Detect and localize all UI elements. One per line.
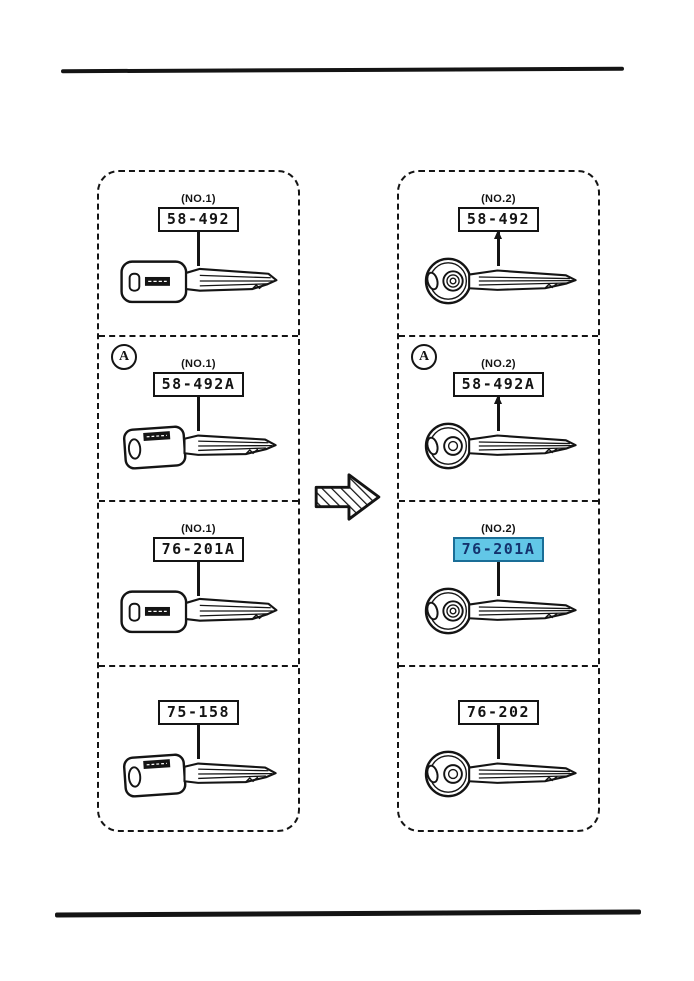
part-number[interactable]: 58-492A — [452, 372, 545, 397]
square-head-key-icon — [119, 590, 277, 634]
part-panel: A (NO.2) 58-492A — [399, 335, 598, 500]
leader-line — [493, 230, 503, 266]
marker-a-badge: A — [411, 344, 437, 370]
leader-line — [197, 562, 200, 596]
key-number-label: (NO.1) — [181, 523, 216, 535]
key-number-label: (NO.1) — [181, 193, 216, 205]
part-number[interactable]: 76-201A — [152, 537, 245, 562]
part-panel: (NO.2) 58-492 — [399, 172, 598, 335]
part-number[interactable]: 76-202 — [457, 700, 540, 725]
round-head-key-icon — [424, 422, 577, 470]
part-number[interactable]: 58-492 — [457, 207, 540, 232]
top-rule — [60, 66, 625, 74]
leader-line — [197, 232, 200, 266]
round-head-key-icon — [424, 587, 577, 635]
round-head-key-icon — [424, 257, 577, 305]
square-head-key-icon — [119, 260, 277, 304]
part-number-selected[interactable]: 76-201A — [452, 537, 545, 562]
key-column-new: (NO.2) 58-492 A (NO.2) 58-492A — [397, 170, 600, 832]
leader-line — [497, 725, 500, 759]
part-panel: 75-158 — [99, 665, 298, 830]
part-number[interactable]: 58-492 — [157, 207, 240, 232]
part-panel: (NO.1) 58-492 — [99, 172, 298, 335]
key-column-old: (NO.1) 58-492 A (NO.1) 58-492A — [97, 170, 300, 832]
round-head-key-icon — [424, 750, 577, 798]
leader-line — [497, 562, 500, 596]
square-head-key-icon — [122, 753, 277, 798]
leader-line — [493, 395, 503, 431]
key-number-label: (NO.2) — [481, 193, 516, 205]
block-arrow-right-icon — [314, 473, 381, 521]
part-panel: 76-202 — [399, 665, 598, 830]
key-number-label: (NO.2) — [481, 358, 516, 370]
part-number[interactable]: 58-492A — [152, 372, 245, 397]
part-number[interactable]: 75-158 — [157, 700, 240, 725]
part-panel: A (NO.1) 58-492A — [99, 335, 298, 500]
leader-line — [197, 725, 200, 759]
part-panel: (NO.2) 76-201A — [399, 500, 598, 665]
leader-line — [197, 397, 200, 431]
key-number-label: (NO.2) — [481, 523, 516, 535]
part-panel: (NO.1) 76-201A — [99, 500, 298, 665]
marker-a-badge: A — [111, 344, 137, 370]
bottom-rule — [54, 909, 642, 918]
square-head-key-icon — [122, 425, 277, 470]
key-number-label: (NO.1) — [181, 358, 216, 370]
